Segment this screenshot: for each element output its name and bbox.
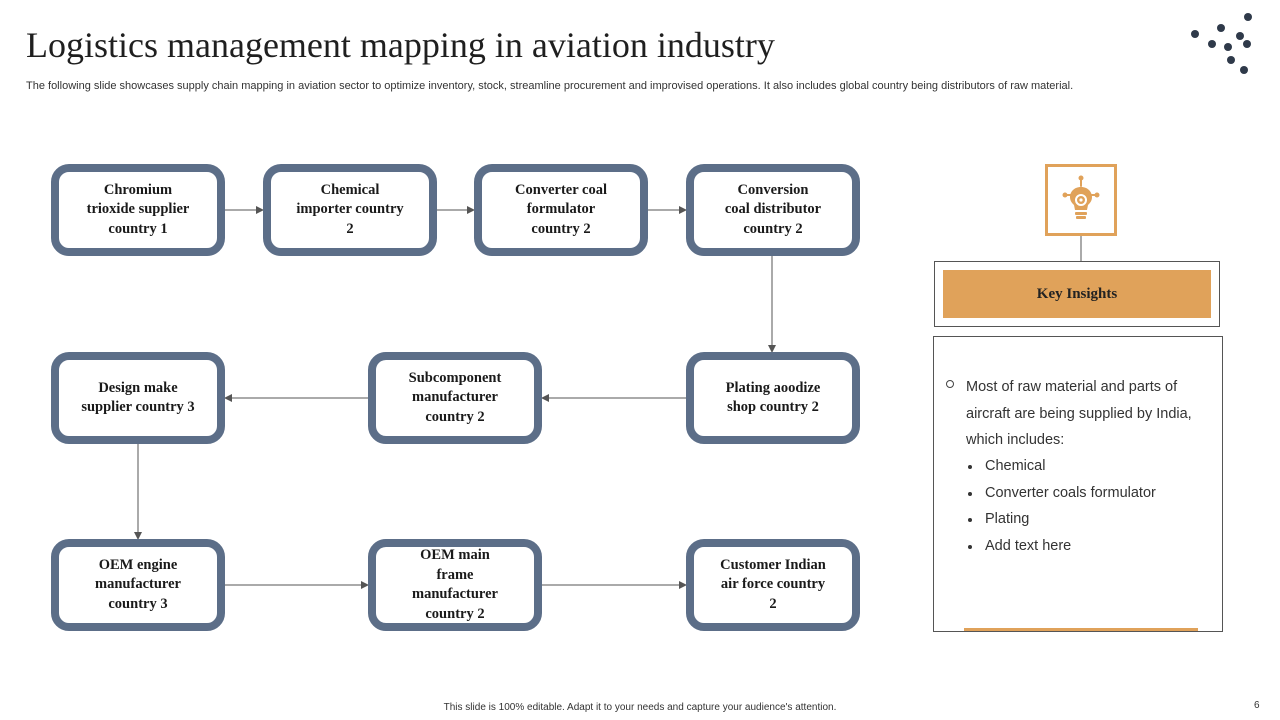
flow-node-chromium-supplier: Chromium trioxide supplier country 1 (51, 164, 225, 256)
hollow-bullet-icon (946, 380, 954, 388)
panel-accent-bar (964, 628, 1198, 631)
flow-node-plating-shop: Plating aoodize shop country 2 (686, 352, 860, 444)
slide-subtitle: The following slide showcases supply cha… (26, 80, 1074, 92)
insight-intro-text: Most of raw material and parts of aircra… (966, 379, 1192, 448)
footer-note: This slide is 100% editable. Adapt it to… (443, 702, 837, 713)
flow-node-design-make-supplier: Design make supplier country 3 (51, 352, 225, 444)
decorative-dots-icon (1191, 13, 1252, 74)
insight-item: Converter coals formulator (966, 480, 1156, 507)
flow-node-subcomponent-manufacturer: Subcomponent manufacturer country 2 (368, 352, 542, 444)
key-insights-title: Key Insights (943, 270, 1211, 318)
flow-node-customer-indian-air-force: Customer Indian air force country 2 (686, 539, 860, 631)
flow-node-oem-engine-manufacturer: OEM engine manufacturer country 3 (51, 539, 225, 631)
insight-item: Chemical (966, 453, 1156, 480)
insight-list: Chemical Converter coals formulator Plat… (966, 453, 1156, 559)
flow-node-conversion-coal-distributor: Conversion coal distributor country 2 (686, 164, 860, 256)
slide-title: Logistics management mapping in aviation… (26, 25, 775, 65)
flow-node-oem-main-frame-manufacturer: OEM main frame manufacturer country 2 (368, 539, 542, 631)
insight-icon-box (1045, 164, 1117, 236)
flow-node-converter-coal-formulator: Converter coal formulator country 2 (474, 164, 648, 256)
lightbulb-gear-icon (1062, 175, 1100, 219)
page-number: 6 (1254, 700, 1260, 711)
insight-item: Add text here (966, 533, 1156, 560)
key-insights-panel: Most of raw material and parts of aircra… (933, 336, 1223, 632)
flow-node-chemical-importer: Chemical importer country 2 (263, 164, 437, 256)
insight-item: Plating (966, 506, 1156, 533)
key-insights-header: Key Insights (934, 261, 1220, 327)
